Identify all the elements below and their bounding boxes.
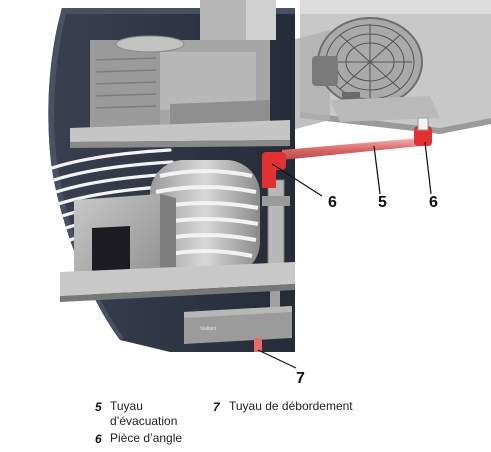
- legend-label-5-line1: Tuyau: [110, 399, 143, 413]
- overflow-pipe: [254, 338, 262, 352]
- callout-elbow-right: 6: [429, 194, 438, 211]
- ceiling-fan-unit: [292, 0, 491, 134]
- bottom-tray: Vaillant: [60, 262, 295, 344]
- callout-drain-pipe: 5: [378, 194, 387, 211]
- legend-label-6: Pièce d’angle: [110, 431, 183, 445]
- callout-overflow-pipe: 7: [296, 370, 305, 387]
- blower-box: [70, 0, 290, 148]
- callout-elbow-left: 6: [328, 194, 337, 211]
- brand-label: Vaillant: [200, 326, 217, 332]
- legend-label-5-line2: d’évacuation: [110, 414, 178, 428]
- drain-pipe: [262, 117, 432, 188]
- legend-number-7: 7: [213, 400, 220, 414]
- legend-number-5: 5: [95, 400, 102, 414]
- control-box: [74, 194, 176, 292]
- appliance-illustration: Vaillant: [48, 0, 491, 369]
- legend-number-6: 6: [95, 432, 102, 446]
- leader-lines: [257, 141, 432, 369]
- legend-label-7: Tuyau de débordement: [229, 399, 353, 413]
